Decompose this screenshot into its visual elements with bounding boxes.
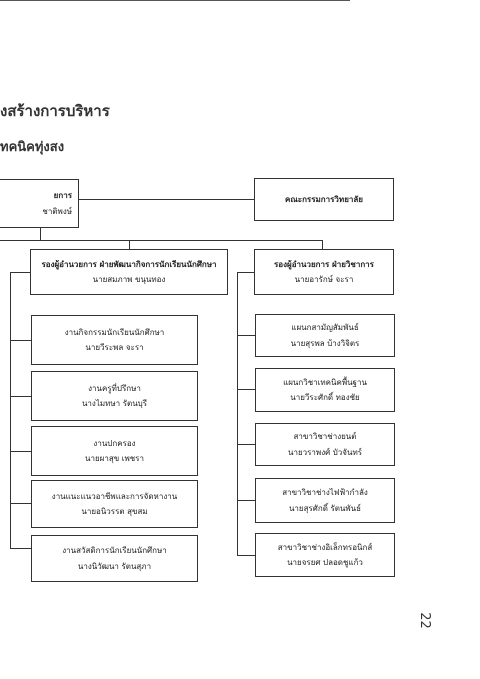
unit-head: นายสุรพล บ้างวิจิตร xyxy=(290,338,360,348)
unit-name: แผนกวิชาเทคนิคพื้นฐาน xyxy=(283,377,367,387)
unit-name: งานครูที่ปรึกษา xyxy=(88,383,141,393)
left-unit-box: งานแนะแนวอาชีพและการจัดหางาน นายอนิวรรต … xyxy=(31,480,198,528)
left-unit-box: งานปกครอง นายผาสุข เพชรา xyxy=(31,426,198,476)
unit-head: นายวีระศักดิ์ ทองชัย xyxy=(290,393,360,402)
deputy-academic-name: นายอารักษ์ จะรา xyxy=(294,275,354,284)
unit-name: สาขาวิชาช่างอิเล็กทรอนิกส์ xyxy=(277,542,373,552)
right-unit-box: สาขาวิชาช่างไฟฟ้ากำลัง นายสุรศักดิ์ รัตน… xyxy=(255,478,395,523)
unit-head: นายสุรศักดิ์ รัตนพันธ์ xyxy=(288,503,362,513)
left-unit-box: งานครูที่ปรึกษา นางไมทษา รัตนบุรี xyxy=(31,371,198,421)
left-tick-1 xyxy=(10,340,31,341)
unit-name: งานแนะแนวอาชีพและการจัดหางาน xyxy=(51,491,178,501)
right-tick-3 xyxy=(237,444,255,445)
unit-name: แผนกสามัญสัมพันธ์ xyxy=(291,323,359,333)
unit-head: นายวราพงศ์ บัวจันทร์ xyxy=(287,447,363,457)
left-tick-2 xyxy=(10,396,31,397)
unit-name: งานปกครอง xyxy=(93,438,136,448)
right-unit-box: แผนกสามัญสัมพันธ์ นายสุรพล บ้างวิจิตร xyxy=(255,314,395,357)
right-tick-5 xyxy=(237,555,255,556)
unit-name: สาขาวิชาช่างยนต์ xyxy=(293,432,357,442)
page-number: 22 xyxy=(416,612,432,629)
page-subtitle: ทคนิคทุ่งสง xyxy=(0,140,65,155)
right-unit-box: สาขาวิชาช่างอิเล็กทรอนิกส์ นายจรยศ ปลอดช… xyxy=(255,533,395,577)
connector-branch-left xyxy=(129,240,130,249)
unit-head: นางไมทษา รัตนบุรี xyxy=(81,399,148,408)
unit-head: นางนิวัฒนา รัตนสุภา xyxy=(77,561,152,571)
left-unit-box: งานกิจกรรมนักเรียนนักศึกษา นายวีระพล จะร… xyxy=(31,315,198,365)
right-tick-1 xyxy=(237,335,255,336)
top-rule xyxy=(0,0,350,1)
left-unit-box: งานสวัสดิการนักเรียนนักศึกษา นางนิวัฒนา … xyxy=(31,535,198,582)
right-spine xyxy=(237,272,238,555)
deputy-student-name: นายสมภาพ ขนุนทอง xyxy=(92,275,166,284)
deputy-student-title: รองผู้อำนวยการ ฝ่ายพัฒนากิจการนักเรียนนั… xyxy=(41,259,217,269)
unit-name: งานสวัสดิการนักเรียนนักศึกษา xyxy=(62,546,167,556)
director-name: ชาติพงษ์ xyxy=(42,206,72,216)
director-title: ยการ xyxy=(53,191,72,201)
right-spine-top xyxy=(237,272,254,273)
page-title: งสร้างการบริหาร xyxy=(0,102,110,120)
left-tick-5 xyxy=(10,548,31,549)
unit-head: นายวีระพล จะรา xyxy=(85,343,144,352)
left-tick-3 xyxy=(10,451,31,452)
unit-name: งานกิจกรรมนักเรียนนักศึกษา xyxy=(64,327,165,337)
unit-head: นายจรยศ ปลอดชูแก้ว xyxy=(287,558,363,567)
connector-branch xyxy=(0,240,323,241)
unit-head: นายผาสุข เพชรา xyxy=(85,454,144,463)
right-unit-box: สาขาวิชาช่างยนต์ นายวราพงศ์ บัวจันทร์ xyxy=(255,423,395,466)
right-tick-2 xyxy=(237,389,255,390)
unit-name: สาขาวิชาช่างไฟฟ้ากำลัง xyxy=(282,488,368,498)
connector-director-down xyxy=(40,228,41,240)
committee-title: คณะกรรมการวิทยาลัย xyxy=(285,194,363,204)
director-box: ยการ ชาติพงษ์ xyxy=(0,179,79,228)
connector-branch-right xyxy=(322,240,323,249)
deputy-academic-box: รองผู้อำนวยการ ฝ่ายวิชาการ นายอารักษ์ จะ… xyxy=(254,249,394,295)
left-spine-top xyxy=(10,272,30,273)
left-spine xyxy=(10,272,11,548)
right-tick-4 xyxy=(237,500,255,501)
unit-head: นายอนิวรรต สุขสม xyxy=(81,507,148,516)
deputy-student-box: รองผู้อำนวยการ ฝ่ายพัฒนากิจการนักเรียนนั… xyxy=(30,249,228,295)
connector-director-committee xyxy=(79,199,254,200)
right-unit-box: แผนกวิชาเทคนิคพื้นฐาน นายวีระศักดิ์ ทองช… xyxy=(255,368,395,412)
deputy-academic-title: รองผู้อำนวยการ ฝ่ายวิชาการ xyxy=(274,259,374,269)
left-tick-4 xyxy=(10,503,31,504)
committee-box: คณะกรรมการวิทยาลัย xyxy=(254,178,394,221)
